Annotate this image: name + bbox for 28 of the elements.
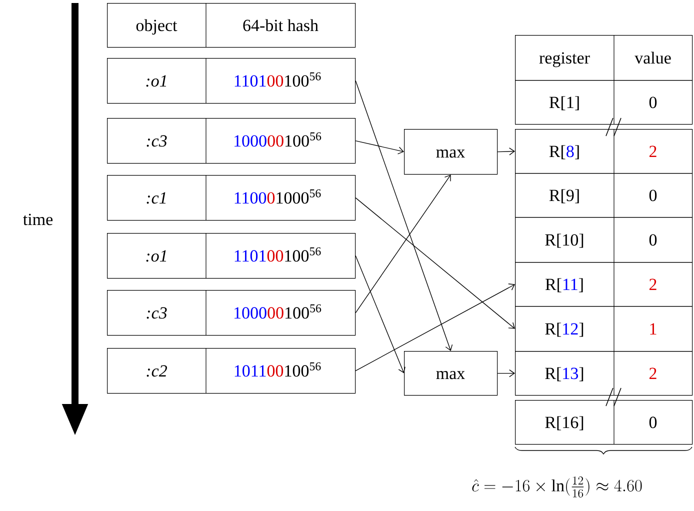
- table-header-row: object 64-bit hash: [107, 2, 356, 48]
- max-box: max: [404, 129, 498, 175]
- arrow: [355, 255, 406, 374]
- table-header-row: register value: [515, 34, 693, 81]
- register-row: R[11] 2: [515, 262, 693, 307]
- arrow: [355, 174, 451, 314]
- register-row: R[16] 0: [515, 400, 693, 445]
- register-row: R[13] 2: [515, 350, 693, 396]
- arrow: [497, 148, 515, 156]
- hash-row: :c3 100000100$^{56}$: [107, 290, 356, 336]
- max-box: max: [404, 351, 498, 396]
- arrow: [355, 140, 404, 154]
- register-row: R[12] 1: [515, 306, 693, 352]
- register-row: R[1] 0: [515, 80, 693, 125]
- arrow: [355, 197, 515, 329]
- hash-row: :o1 110100100$^{56}$: [107, 232, 356, 279]
- axis-label: time: [23, 214, 53, 226]
- arrow: [355, 284, 515, 372]
- hash-row: :c3 100000100$^{56}$: [107, 118, 356, 164]
- register-row: R[8] 2: [515, 128, 693, 174]
- hash-row: :o1 110100100$^{56}$: [107, 58, 356, 104]
- arrow: [355, 80, 453, 351]
- arrow: [497, 369, 515, 378]
- hash-row: :c2 101100100$^{56}$: [107, 348, 356, 394]
- formula: $\hat{c} = -16 \times \ln(\tfrac{12}{16}) \approx 4.60$: [472, 476, 642, 498]
- hash-row: :c1 110001000$^{56}$: [107, 174, 356, 221]
- register-row: R[9] 0: [515, 172, 693, 218]
- register-row: R[10] 0: [515, 216, 693, 263]
